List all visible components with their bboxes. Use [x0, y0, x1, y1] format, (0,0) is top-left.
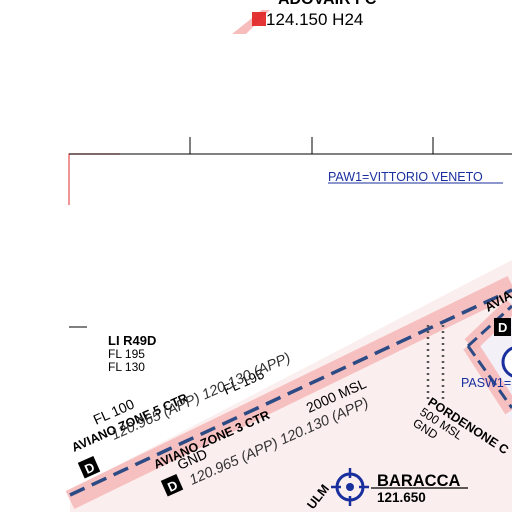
- top-freq-marker: [252, 12, 266, 26]
- baracca-name: BARACCA: [377, 472, 460, 490]
- waypoint-label: PAW1=VITTORIO VENETO: [328, 170, 483, 184]
- restricted-area-name: LI R49D: [108, 333, 156, 348]
- baracca-frequency: 121.650: [377, 490, 426, 505]
- restricted-area-upper: FL 195: [108, 347, 145, 361]
- top-frequency: 124.150 H24: [266, 10, 363, 29]
- top-partial-label: ADOVAIR FC: [278, 0, 377, 8]
- red-corner-mark: [68, 153, 120, 205]
- ulm-field-icon: [331, 468, 369, 506]
- aviano-right-class-badge: [494, 318, 511, 336]
- ctr-boundary: [69, 288, 512, 497]
- aviano-right-waypoint: PASW1=: [461, 376, 511, 390]
- airport-symbol: [501, 346, 512, 378]
- zone3-class-badge: [160, 474, 184, 497]
- ctr-boundary-right-lower: [466, 345, 512, 409]
- aviano-right-class: D: [498, 320, 507, 335]
- restricted-area-lower: FL 130: [108, 360, 145, 374]
- zone5-class-badge: [77, 456, 101, 479]
- ctr-boundary-right: [466, 304, 512, 348]
